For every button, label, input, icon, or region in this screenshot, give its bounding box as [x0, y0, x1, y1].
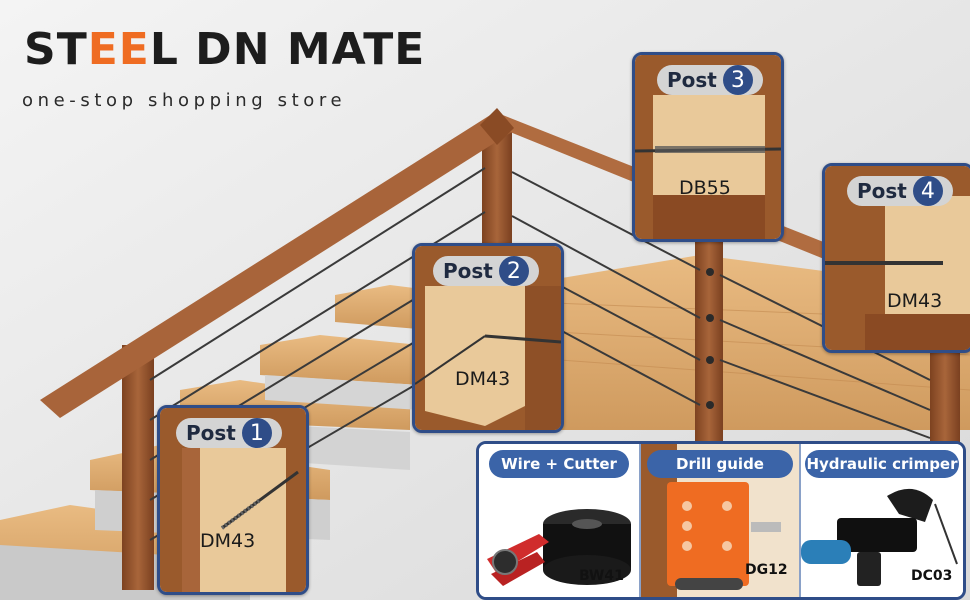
post-1-card: Post 1 DM43: [157, 405, 309, 595]
post-1-tag: Post 1: [176, 418, 282, 448]
tools-panel: Wire + Cutter BW41 Drill guide DG12 Hydr…: [476, 441, 966, 600]
tool-wire-cutter: Wire + Cutter BW41: [479, 444, 639, 597]
tools-divider-1: [639, 444, 641, 597]
post-4-tag: Post 4: [847, 176, 953, 206]
brand-tagline: one-stop shopping store: [22, 90, 347, 111]
brand-name-part2: L DN MATE: [149, 24, 426, 75]
tool-wire-cutter-label: Wire + Cutter: [489, 450, 629, 478]
post-2-tag-label: Post: [443, 259, 493, 283]
tool-hydraulic-crimper-label: Hydraulic crimper: [805, 450, 959, 478]
tool-drill-guide-code: DG12: [745, 562, 788, 578]
post-4-card: Post 4 DM43: [822, 163, 970, 353]
post-4-number-badge: 4: [912, 176, 943, 206]
tool-drill-guide-label: Drill guide: [647, 450, 793, 478]
brand-name-accent: EE: [87, 24, 150, 75]
tools-divider-2: [799, 444, 801, 597]
post-1-number-badge: 1: [241, 418, 272, 448]
tool-drill-guide: Drill guide DG12: [641, 444, 799, 597]
post-4-column: [930, 340, 960, 460]
handrail-stair: [40, 112, 515, 418]
post-4-product-code: DM43: [887, 290, 943, 312]
post-2-product-code: DM43: [455, 368, 511, 390]
post-1-product-code: DM43: [200, 530, 256, 552]
post-1-column: [122, 345, 154, 590]
post-3-product-code: DB55: [679, 177, 731, 199]
post-2-number-badge: 2: [498, 256, 529, 286]
brand-name-part1: ST: [24, 24, 88, 75]
post-3-tag: Post 3: [657, 65, 763, 95]
post-3-number-badge: 3: [722, 65, 753, 95]
brand-logo: STEEL DN MATE: [24, 28, 425, 72]
post-3-tag-label: Post: [667, 68, 717, 92]
post-2-tag: Post 2: [433, 256, 539, 286]
post-3-closeup-image: [635, 55, 781, 239]
post-2-card: Post 2 DM43: [412, 243, 564, 433]
tool-hydraulic-crimper: Hydraulic crimper DC03: [801, 444, 963, 597]
post-4-tag-label: Post: [857, 179, 907, 203]
post-1-tag-label: Post: [186, 421, 236, 445]
post-3-column: [695, 230, 723, 450]
tool-hydraulic-crimper-code: DC03: [911, 568, 953, 584]
post-3-card: Post 3 DB55: [632, 52, 784, 242]
tool-wire-cutter-code: BW41: [579, 568, 624, 584]
